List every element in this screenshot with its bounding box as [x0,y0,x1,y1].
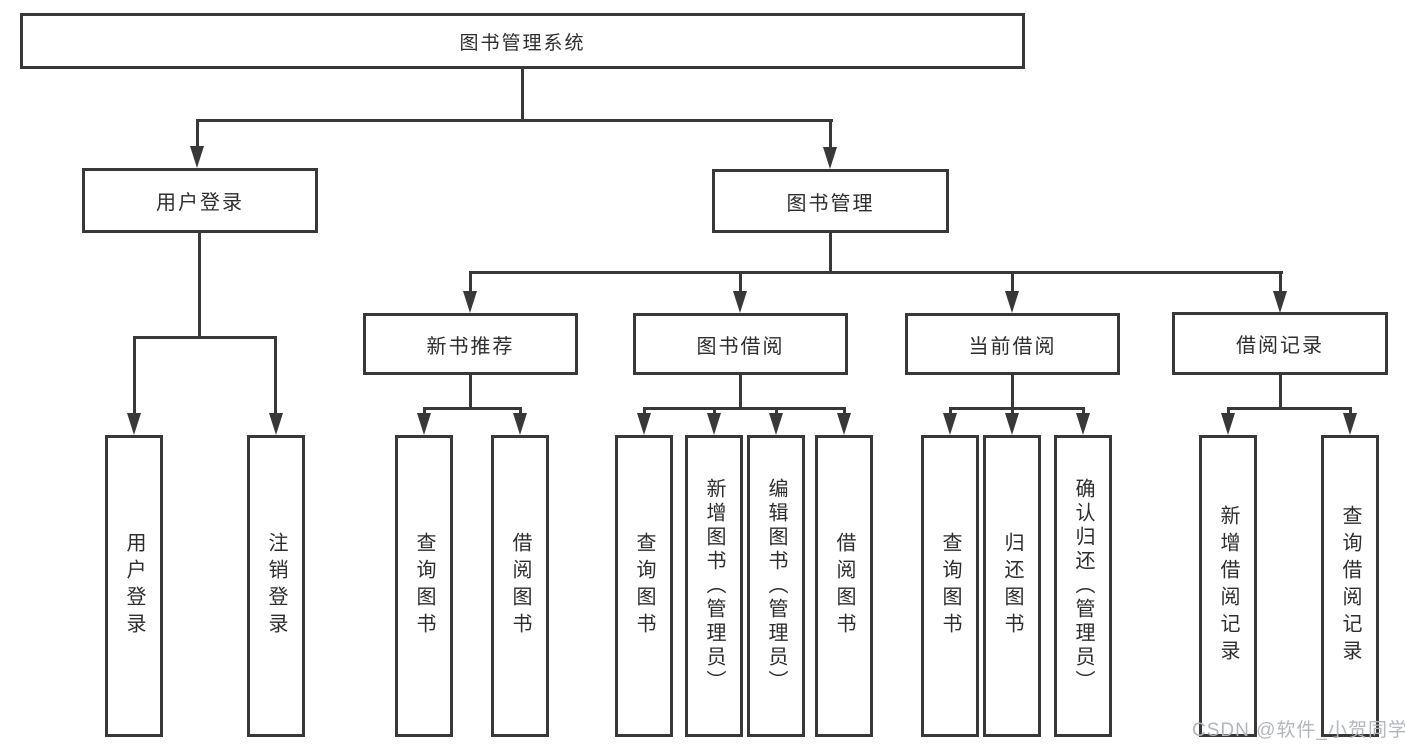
connector-to-leaf-login [133,336,136,413]
leaf-query-books-current: 查询图书 [921,435,979,737]
connector-current-borrow-stem [1011,375,1014,410]
connector-book-mgmt-stem [829,233,832,273]
leaf-borrow-books-borrowing: 借阅图书 [815,435,873,737]
leaf-borrow-books-recommend: 借阅图书 [491,435,549,737]
connector-to-current-borrow [1011,271,1014,293]
connector-to-leaf-add-record [1227,407,1230,417]
arrowhead-current-borrow-icon [1005,291,1019,313]
arrowhead-borrow-records-icon [1273,291,1287,313]
arrowhead-leaf-confirm-return-icon [1076,413,1090,435]
node-book-borrowing: 图书借阅 [633,313,848,375]
arrowhead-leaf-add-record-icon [1221,413,1235,435]
node-new-book-recommend: 新书推荐 [363,313,578,375]
connector-book-mgmt-split [469,271,1283,274]
connector-book-borrow-split [643,407,846,410]
arrowhead-leaf-edit-book-icon [769,413,783,435]
connector-to-new-books [469,271,472,293]
node-current-borrowing: 当前借阅 [905,313,1120,375]
arrowhead-user-login-icon [190,146,204,168]
arrowhead-leaf-query-record-icon [1343,413,1357,435]
arrowhead-leaf-login-icon [127,413,141,435]
leaf-query-borrow-record: 查询借阅记录 [1321,435,1379,737]
connector-to-leaf-add-book [713,407,716,417]
arrowhead-leaf-query-2-icon [637,413,651,435]
connector-to-leaf-query-3 [949,407,952,417]
leaf-return-book: 归还图书 [983,435,1041,737]
node-root: 图书管理系统 [20,13,1025,69]
connector-borrow-records-stem [1279,375,1282,410]
arrowhead-leaf-borrow-1-icon [513,413,527,435]
leaf-add-borrow-record: 新增借阅记录 [1199,435,1257,737]
connector-to-leaf-logout [274,336,277,413]
arrowhead-book-borrow-icon [733,291,747,313]
connector-to-book-borrow [739,271,742,293]
connector-current-borrow-split [949,407,1085,410]
connector-to-book-mgmt [829,119,832,149]
connector-root-split [196,119,833,122]
leaf-confirm-return-admin: 确认归还（管理员） [1054,435,1112,737]
leaf-add-book-admin: 新增图书（管理员） [685,435,743,737]
leaf-query-books-borrowing: 查询图书 [615,435,673,737]
connector-book-borrow-stem [739,375,742,410]
connector-to-borrow-records [1279,271,1282,293]
connector-to-leaf-query-record [1349,407,1352,417]
arrowhead-leaf-return-book-icon [1005,413,1019,435]
connector-to-user-login [196,119,199,149]
connector-to-leaf-borrow-1 [519,407,522,417]
arrowhead-leaf-add-book-icon [707,413,721,435]
node-book-management: 图书管理 [712,169,949,233]
node-user-login: 用户登录 [82,168,318,233]
connector-root-stem [521,69,524,121]
connector-to-leaf-query-2 [643,407,646,417]
connector-new-books-split [423,407,522,410]
connector-to-leaf-edit-book [775,407,778,417]
connector-to-leaf-confirm-return [1082,407,1085,417]
connector-new-books-stem [469,375,472,410]
arrowhead-book-mgmt-icon [823,147,837,169]
connector-user-login-split [133,336,277,339]
arrowhead-new-books-icon [463,291,477,313]
arrowhead-leaf-query-3-icon [943,413,957,435]
connector-to-leaf-return-book [1011,407,1014,417]
arrowhead-leaf-borrow-2-icon [837,413,851,435]
arrowhead-leaf-query-1-icon [417,413,431,435]
arrowhead-leaf-logout-icon [269,413,283,435]
leaf-query-books-recommend: 查询图书 [395,435,453,737]
node-borrowing-records: 借阅记录 [1172,312,1388,375]
connector-user-login-stem [198,233,201,339]
connector-to-leaf-query-1 [423,407,426,417]
leaf-user-login: 用户登录 [105,435,163,737]
connector-to-leaf-borrow-2 [843,407,846,417]
leaf-edit-book-admin: 编辑图书（管理员） [747,435,805,737]
connector-borrow-records-split [1227,407,1352,410]
leaf-logout: 注销登录 [247,435,305,737]
csdn-watermark: CSDN @软件_小贺同学 [1192,720,1405,741]
